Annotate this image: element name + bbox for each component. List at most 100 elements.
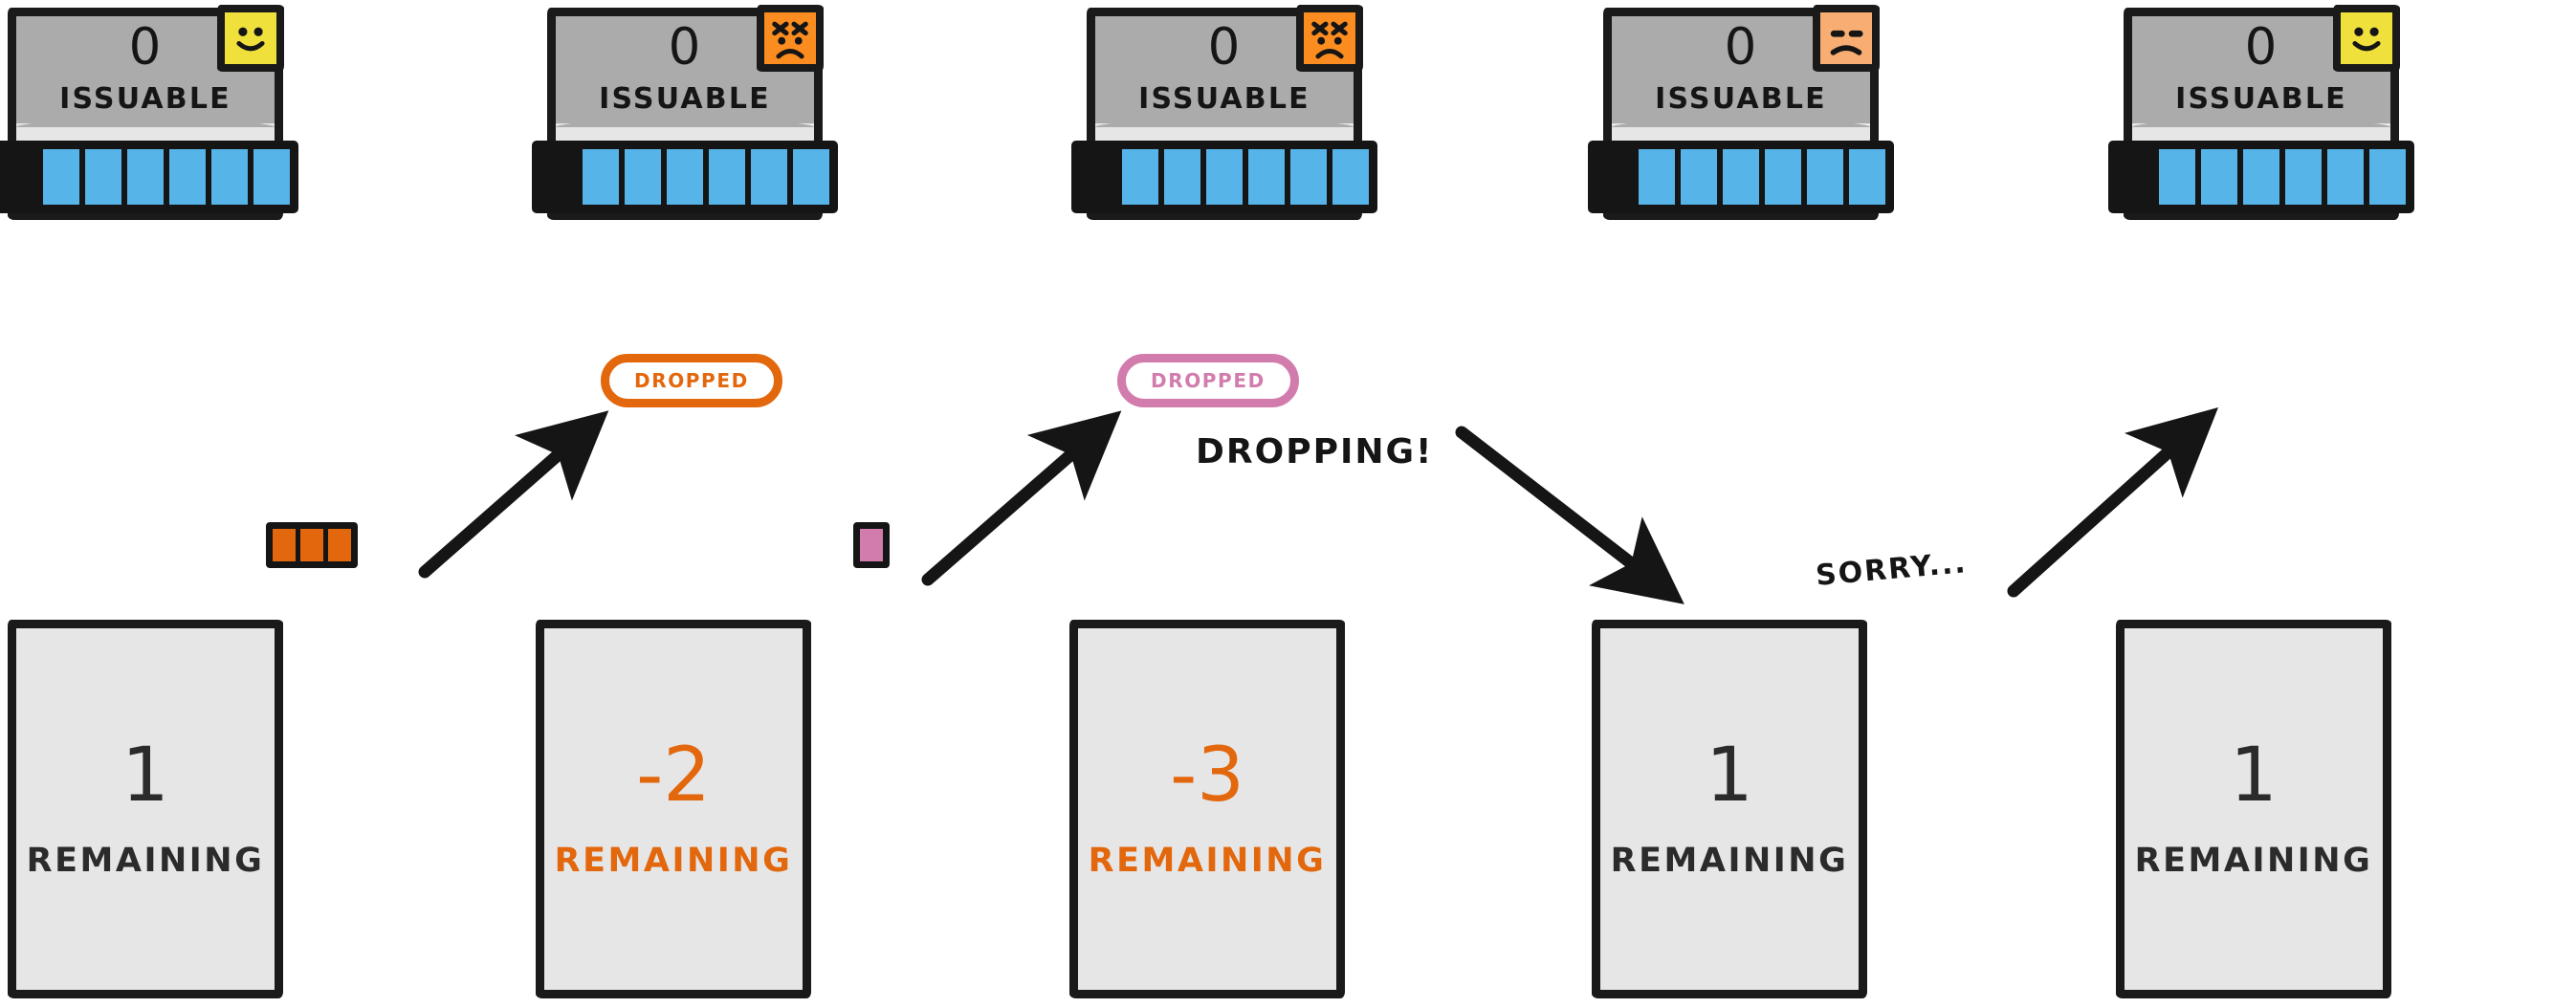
issuable-label-2: ISSUABLE [599,82,771,116]
token-slot-filled [2369,149,2406,205]
happy-face-glyph [2352,27,2381,52]
card-header-5: 0 ISSUABLE [2132,5,2400,127]
token-slot-filled [85,149,121,205]
remaining-value-5: 1 [2230,733,2278,819]
remaining-value-2: -2 [636,733,711,819]
remaining-label-4: REMAINING [1610,842,1849,880]
token-slot-filled [2285,149,2322,205]
issuable-count-2: 0 [668,18,702,77]
token-slot-filled [709,149,745,205]
token-slot-filled [1248,149,1285,205]
issuable-count-4: 0 [1724,18,1758,77]
token-slot-strip-3 [1071,141,1377,213]
token-slot-filled [2201,149,2237,205]
orange-token-chip [328,529,351,561]
token-slot-strip-5 [2108,141,2414,213]
arrow-dropping-to-step4 [1455,426,1684,604]
remaining-box-3: -3 REMAINING [1069,620,1345,998]
issuable-count-3: 0 [1207,18,1242,77]
token-slot-filled [625,149,661,205]
remaining-value-1: 1 [121,733,169,819]
token-slot-empty [540,149,577,205]
issuable-label-3: ISSUABLE [1138,82,1310,116]
card-header-4: 0 ISSUABLE [1612,5,1880,127]
issuable-label-4: ISSUABLE [1655,82,1827,116]
token-slot-filled [253,149,290,205]
happy-face-glyph [236,27,265,52]
card-header-2: 0 ISSUABLE [556,5,824,127]
neutral-face-glyph [1830,30,1863,55]
token-slot-filled [583,149,619,205]
remaining-box-2: -2 REMAINING [536,620,811,998]
card-body-4 [1588,123,1894,230]
arrow-sorry-to-card5 [2007,406,2219,598]
issuable-count-1: 0 [128,18,163,77]
remaining-box-4: 1 REMAINING [1592,620,1867,998]
dropped-badge-card-3: DROPPED [1117,354,1299,407]
token-slot-empty [2117,149,2153,205]
issuable-card-3: 0 ISSUABLE [1071,5,1377,220]
token-slot-filled [793,149,829,205]
pink-token-chip [860,529,883,561]
remaining-label-3: REMAINING [1088,842,1327,880]
pink-token-group [853,522,890,568]
angry-face-glyph [1311,21,1348,59]
neutral-face-icon [1813,5,1880,72]
remaining-value-3: -3 [1170,733,1244,819]
issuable-label-5: ISSUABLE [2175,82,2347,116]
token-slot-filled [1639,149,1675,205]
angry-face-icon [1296,5,1363,72]
token-slot-filled [2243,149,2279,205]
issuable-card-1: 0 ISSUABLE [0,5,298,220]
remaining-box-1: 1 REMAINING [8,620,283,998]
token-slot-filled [211,149,248,205]
arrow-pink-to-card3 [921,410,1122,586]
sorry-label: SORRY... [1814,546,1969,593]
orange-token-group [266,522,358,568]
token-slot-filled [1332,149,1369,205]
token-slot-filled [1681,149,1717,205]
orange-token-chip [300,529,323,561]
token-slot-empty [1596,149,1633,205]
token-slot-filled [667,149,703,205]
happy-face-icon [2333,5,2400,72]
token-slot-strip-4 [1588,141,1894,213]
dropped-badge-card-2: DROPPED [601,354,782,407]
token-slot-filled [751,149,787,205]
card-header-3: 0 ISSUABLE [1095,5,1363,127]
token-slot-empty [1080,149,1116,205]
token-slot-filled [1723,149,1759,205]
dropping-label: DROPPING! [1196,432,1434,471]
token-slot-filled [1122,149,1158,205]
token-slot-filled [43,149,79,205]
token-slot-filled [1765,149,1801,205]
token-slot-filled [1807,149,1843,205]
issuable-card-5: 0 ISSUABLE [2108,5,2414,220]
token-slot-empty [1,149,37,205]
orange-token-chip [273,529,296,561]
remaining-box-5: 1 REMAINING [2116,620,2391,998]
card-body-5 [2108,123,2414,230]
token-slot-filled [1206,149,1243,205]
remaining-label-2: REMAINING [554,842,793,880]
issuable-card-4: 0 ISSUABLE [1588,5,1894,220]
card-body-2 [532,123,838,230]
token-slot-filled [1164,149,1200,205]
angry-face-icon [757,5,824,72]
token-slot-filled [127,149,164,205]
happy-face-icon [217,5,284,72]
token-slot-filled [2159,149,2195,205]
angry-face-glyph [772,21,808,59]
remaining-value-4: 1 [1706,733,1753,819]
token-slot-filled [1290,149,1327,205]
arrow-orange-to-card2 [418,410,609,579]
card-body-1 [0,123,298,230]
token-slot-filled [2327,149,2364,205]
token-slot-strip-1 [0,141,298,213]
issuable-card-2: 0 ISSUABLE [532,5,838,220]
issuable-label-1: ISSUABLE [59,82,231,116]
token-slot-filled [1849,149,1885,205]
token-slot-strip-2 [532,141,838,213]
remaining-label-5: REMAINING [2134,842,2373,880]
